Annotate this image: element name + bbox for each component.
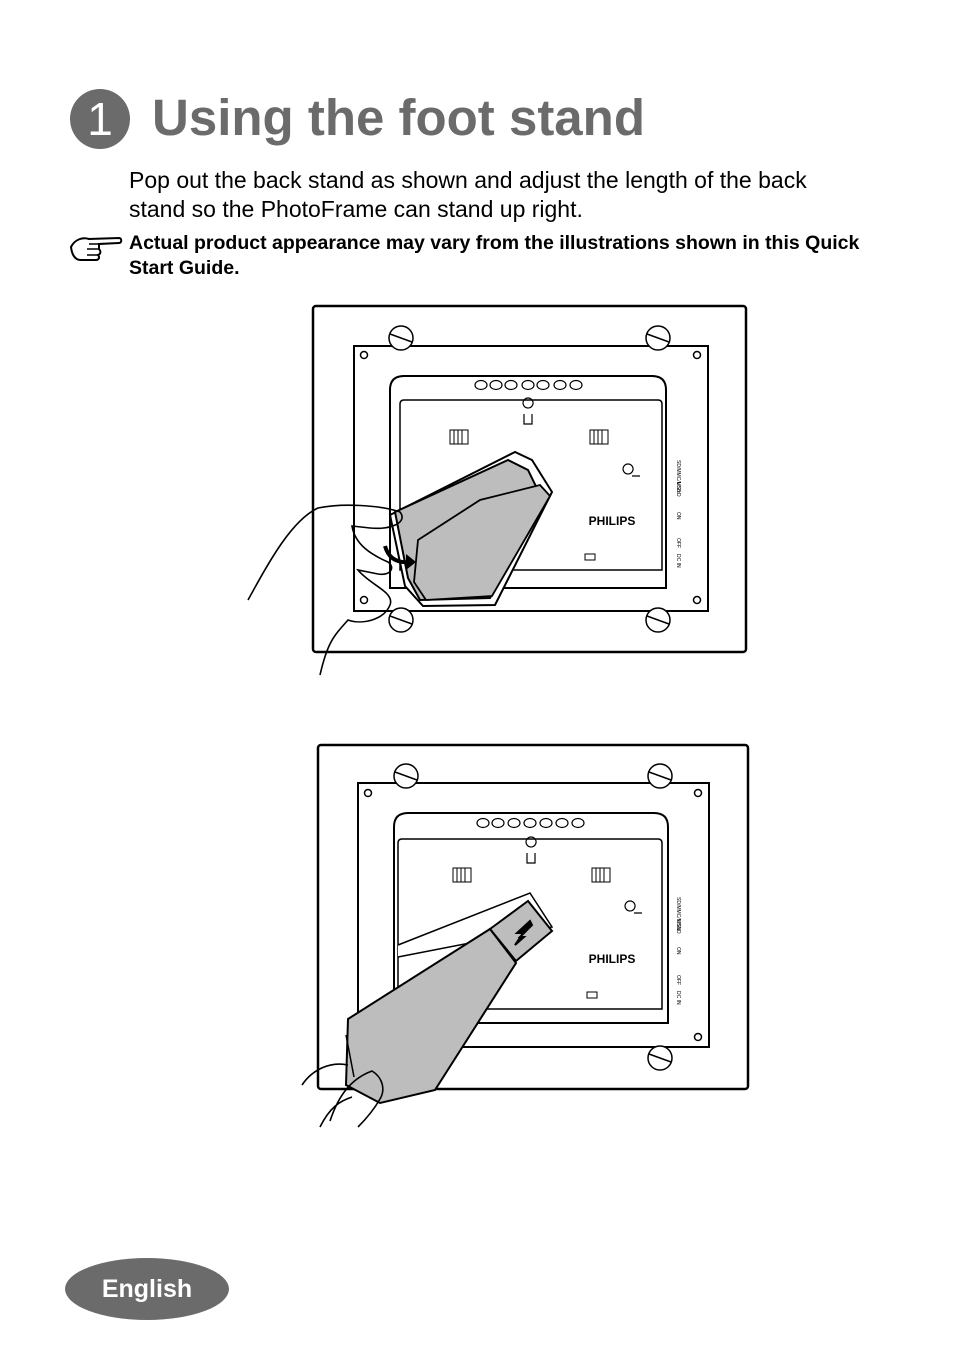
wall-mount-hole xyxy=(525,836,537,864)
foot-stand xyxy=(344,927,518,1105)
wall-mount-hole-side xyxy=(624,900,642,914)
port-label-usb: USB xyxy=(675,920,681,931)
port-label-off: OFF xyxy=(675,975,681,985)
port-label-dc-in: DC IN xyxy=(675,554,681,568)
arrow-head-icon xyxy=(406,554,416,570)
step-number: 1 xyxy=(87,93,113,145)
wall-mount-hole-side xyxy=(622,463,640,477)
step-number-badge: 1 xyxy=(70,89,130,149)
port-label-card: SD/MMC/MS/xD xyxy=(675,897,681,934)
control-buttons xyxy=(474,379,583,391)
indicator-led xyxy=(584,553,596,561)
speaker-grille xyxy=(449,429,609,445)
foot-stand-front xyxy=(413,483,552,601)
slide-arrow-icon xyxy=(514,919,534,946)
pointing-hand-icon xyxy=(69,236,123,261)
language-badge: English xyxy=(65,1258,229,1320)
port-label-on: ON xyxy=(675,512,681,520)
port-label-usb: USB xyxy=(675,482,681,493)
side-port-labels: SD/MMC/MS/xD USB ON OFF DC IN xyxy=(675,897,681,1005)
instruction-text: Pop out the back stand as shown and adju… xyxy=(129,167,807,222)
note-text: Actual product appearance may vary from … xyxy=(129,232,860,279)
brand-logo: PHILIPS xyxy=(589,952,636,966)
wall-mount-hole xyxy=(522,397,534,425)
port-label-on: ON xyxy=(675,947,681,955)
hand-illustration xyxy=(301,1063,384,1128)
side-port-labels: SD/MMC/MS/xD USB ON OFF DC IN xyxy=(675,460,681,568)
figure-open-stand: PHILIPS SD/MMC/MS/xD USB ON OFF DC IN xyxy=(247,304,748,676)
language-label: English xyxy=(101,1274,193,1303)
page-title: Using the foot stand xyxy=(152,89,645,146)
screw-icons xyxy=(363,763,703,1071)
hand-illustration xyxy=(247,504,403,676)
figure-adjust-stand: PHILIPS SD/MMC/MS/xD USB ON OFF DC IN xyxy=(301,743,750,1128)
indicator-led xyxy=(586,991,598,999)
brand-logo: PHILIPS xyxy=(589,514,636,528)
speaker-grille xyxy=(452,867,611,883)
port-label-dc-in: DC IN xyxy=(675,991,681,1005)
control-buttons xyxy=(476,817,585,829)
port-label-off: OFF xyxy=(675,538,681,548)
port-label-card: SD/MMC/MS/xD xyxy=(675,460,681,497)
screw-icons xyxy=(359,325,702,633)
